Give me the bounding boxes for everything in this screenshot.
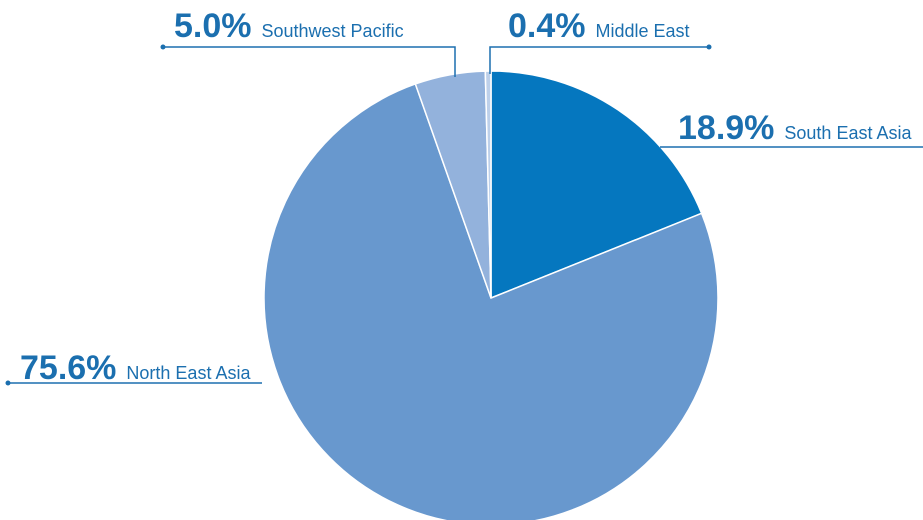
pie-slice-middle-east [484, 70, 492, 299]
value-label-middle-east: 0.4% Middle East [508, 7, 690, 45]
pie-slice-south-east-asia [490, 70, 703, 300]
value-label-southwest-pacific-pct: 5.0% [174, 7, 252, 45]
value-label-south-east-asia: 18.9% South East Asia [678, 109, 912, 147]
pie-slice-north-east-asia [263, 83, 719, 520]
value-label-middle-east-pct: 0.4% [508, 7, 586, 45]
leader-line-middle-east-dot [706, 44, 712, 50]
leader-line-southwest-pacific [163, 46, 456, 77]
leader-line-north-east-asia-dot [5, 380, 11, 386]
category-label-middle-east: Middle East [596, 21, 690, 41]
category-label-southwest-pacific: Southwest Pacific [262, 21, 404, 41]
pie-slices [263, 70, 719, 520]
category-label-south-east-asia: South East Asia [784, 123, 912, 143]
leader-line-southwest-pacific-dot [160, 44, 166, 50]
value-label-north-east-asia: 75.6% North East Asia [20, 349, 251, 387]
value-label-southwest-pacific: 5.0% Southwest Pacific [174, 7, 404, 45]
leader-line-middle-east [489, 46, 709, 74]
value-label-south-east-asia-pct: 18.9% [678, 109, 774, 147]
leader-lines [5, 44, 923, 386]
value-label-north-east-asia-pct: 75.6% [20, 349, 116, 387]
category-label-north-east-asia: North East Asia [126, 363, 251, 383]
